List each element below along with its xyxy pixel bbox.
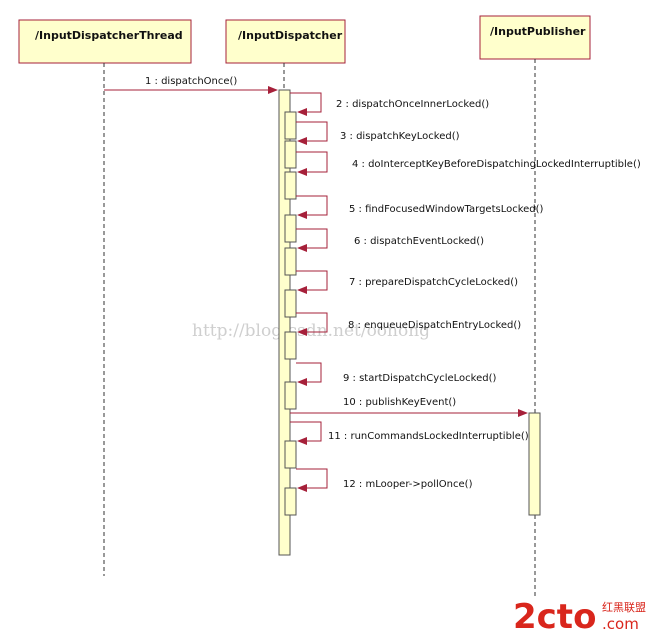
message-1: 1 : dispatchOnce() [104, 76, 278, 94]
message-label: 5 : findFocusedWindowTargetsLocked() [349, 204, 544, 215]
message-7: 7 : prepareDispatchCycleLocked() [296, 270, 518, 294]
message-9: 9 : startDispatchCycleLocked() [296, 362, 496, 386]
watermark-text: http://blog.csdn.net/oonong [192, 321, 430, 341]
activation-publisher [528, 412, 541, 516]
message-label: 4 : doInterceptKeyBeforeDispatchingLocke… [352, 159, 641, 170]
message-6: 6 : dispatchEventLocked() [296, 228, 484, 252]
activation-nested [284, 331, 297, 360]
lifeline-input-publisher: /InputPublisher [479, 15, 591, 598]
message-2: 2 : dispatchOnceInnerLocked() [290, 92, 489, 116]
message-label: 9 : startDispatchCycleLocked() [343, 373, 496, 384]
logo-tagline: 红黑联盟 [602, 601, 646, 614]
message-label: 6 : dispatchEventLocked() [354, 236, 484, 247]
activation-nested [284, 214, 297, 243]
activation-nested [284, 171, 297, 200]
message-label: 11 : runCommandsLockedInterruptible() [328, 431, 529, 442]
activation-nested [284, 487, 297, 516]
lifeline-input-dispatcher-thread: /InputDispatcherThread [18, 19, 192, 576]
activation-nested [284, 381, 297, 410]
message-5: 5 : findFocusedWindowTargetsLocked() [296, 195, 544, 219]
message-label: 2 : dispatchOnceInnerLocked() [336, 99, 489, 110]
message-label: 12 : mLooper->pollOnce() [343, 479, 473, 490]
message-10: 10 : publishKeyEvent() [290, 397, 528, 417]
activation-bars [278, 89, 541, 556]
message-4: 4 : doInterceptKeyBeforeDispatchingLocke… [296, 151, 641, 176]
activation-nested [284, 111, 297, 140]
activation-nested [284, 440, 297, 469]
message-label: 3 : dispatchKeyLocked() [340, 131, 460, 142]
message-label: 10 : publishKeyEvent() [343, 397, 456, 408]
site-logo: 2cto 红黑联盟 .com [513, 597, 646, 637]
activation-nested [284, 140, 297, 169]
logo-text: 2cto [513, 597, 596, 637]
activation-nested [284, 247, 297, 276]
lifeline-title: /InputDispatcher [238, 29, 343, 42]
activation-nested [284, 289, 297, 318]
message-label: 1 : dispatchOnce() [145, 76, 237, 87]
message-8: 8 : enqueueDispatchEntryLocked() [296, 312, 521, 336]
message-11: 11 : runCommandsLockedInterruptible() [290, 421, 529, 445]
message-label: 8 : enqueueDispatchEntryLocked() [348, 320, 521, 331]
lifeline-title: /InputPublisher [490, 25, 586, 38]
message-12: 12 : mLooper->pollOnce() [296, 468, 473, 492]
activation-main [278, 89, 291, 556]
lifeline-input-dispatcher: /InputDispatcher [225, 19, 346, 90]
logo-suffix: .com [602, 615, 639, 633]
lifeline-title: /InputDispatcherThread [35, 29, 183, 42]
message-label: 7 : prepareDispatchCycleLocked() [349, 277, 518, 288]
message-3: 3 : dispatchKeyLocked() [296, 121, 460, 145]
